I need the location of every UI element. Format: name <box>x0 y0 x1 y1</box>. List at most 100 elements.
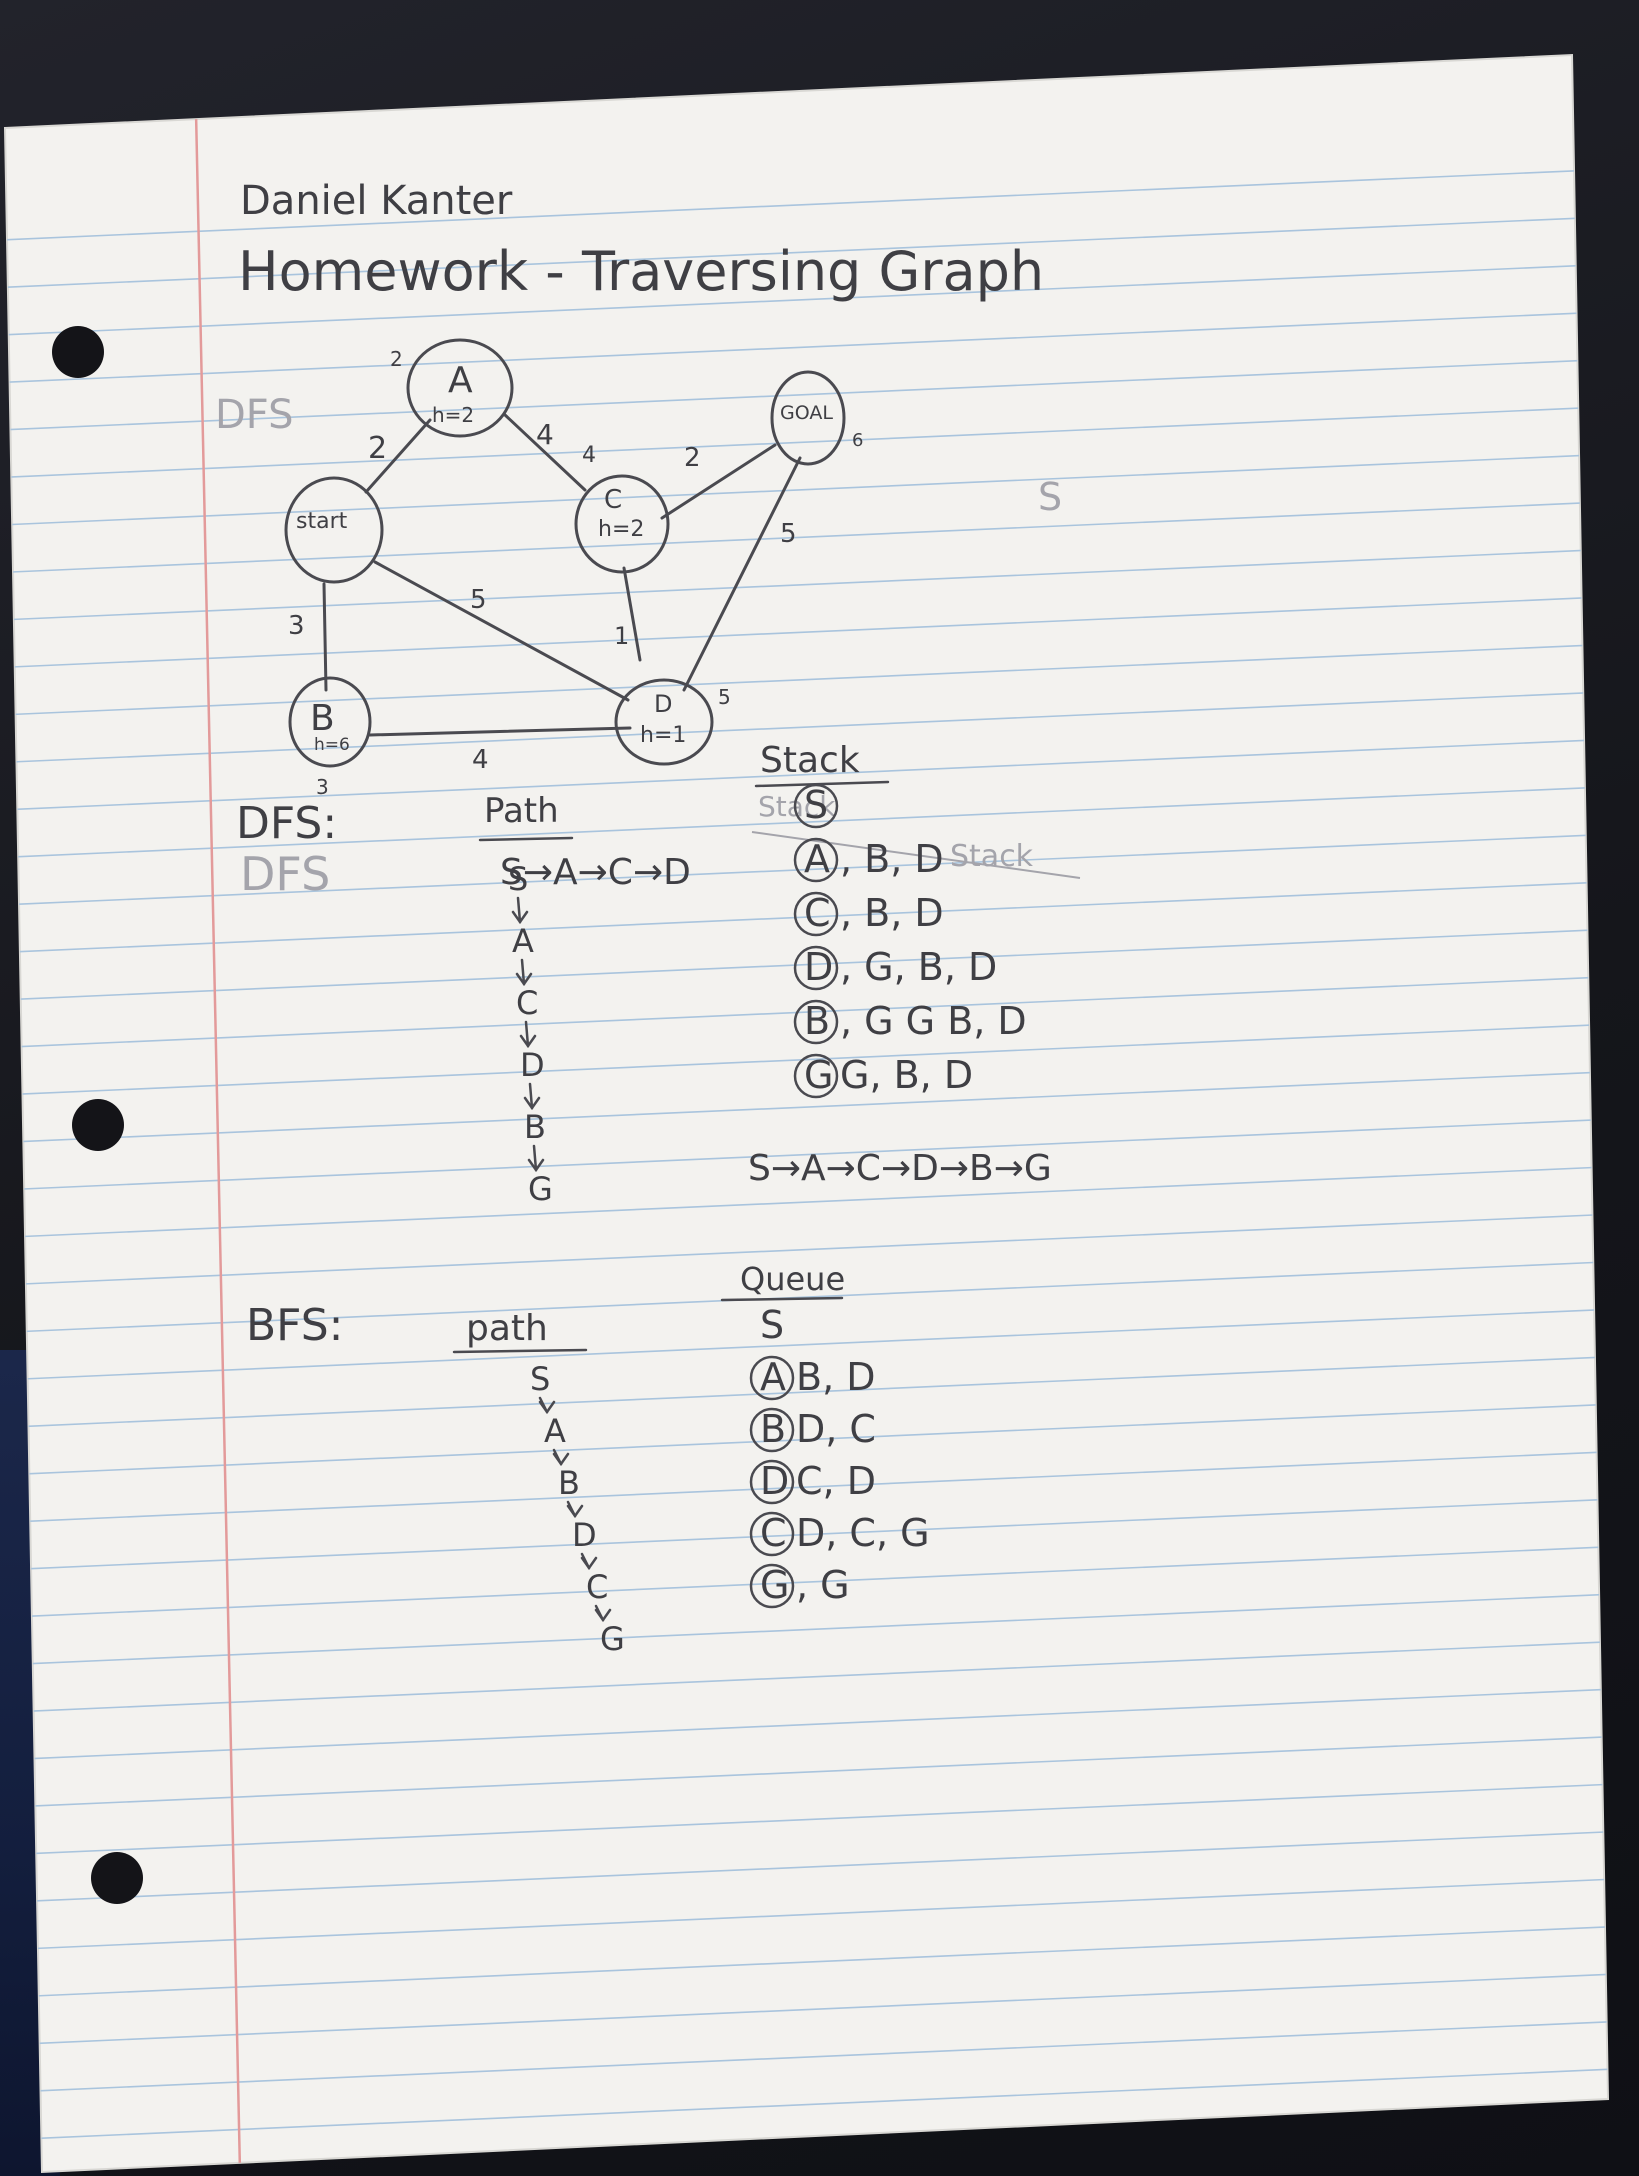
ruled-line <box>5 214 1608 289</box>
circled-node-ring <box>749 1355 795 1401</box>
svg-text:3: 3 <box>316 775 329 799</box>
circled-node: A <box>804 837 830 881</box>
list-row: C, B, D <box>793 891 944 937</box>
ruled-lines <box>5 167 1608 2172</box>
graph-node-start: start <box>284 476 384 584</box>
down-arrow <box>524 1020 530 1048</box>
circled-node: S <box>804 783 828 827</box>
circled-node-ring <box>749 1563 795 1609</box>
bfs-path-header: path <box>466 1308 548 1349</box>
ruled-line <box>5 642 1608 716</box>
svg-text:5: 5 <box>718 685 731 709</box>
ruled-line <box>5 1972 1608 2046</box>
ruled-line <box>5 1497 1608 1571</box>
ruled-line <box>5 1877 1608 1951</box>
graph-node-c: C h=2 <box>574 474 670 574</box>
homework-title: Homework - Traversing Graph <box>238 240 1044 303</box>
circled-node-ring <box>793 999 839 1045</box>
svg-text:h=2: h=2 <box>432 403 474 427</box>
circled-node: C <box>760 1511 787 1555</box>
remaining-nodes: D, C, G <box>796 1511 930 1555</box>
path-node: C <box>516 984 538 1022</box>
path-node: D <box>520 1046 545 1084</box>
circled-node: D <box>804 945 833 989</box>
ruled-line <box>5 167 1608 241</box>
dfs-result: S→A→C→D→B→G <box>748 1148 1052 1189</box>
ruled-line <box>5 1164 1608 1239</box>
list-row: S <box>760 1303 784 1347</box>
remaining-nodes: C, D <box>796 1459 876 1503</box>
ruled-line <box>5 689 1608 764</box>
ruled-line <box>5 1259 1608 1334</box>
circled-node: G <box>760 1563 789 1607</box>
arrow-head <box>519 1034 537 1049</box>
circled-node: G <box>804 1053 833 1097</box>
ruled-line <box>5 1829 1608 1904</box>
path-node: S <box>508 860 528 898</box>
remaining-nodes: , G, B, D <box>840 945 997 989</box>
ruled-line <box>5 1212 1608 1286</box>
binder-hole-top <box>52 326 104 378</box>
path-node: A <box>512 922 534 960</box>
path-node: S <box>530 1360 550 1398</box>
ruled-line <box>5 1354 1608 1429</box>
arrow-head <box>511 910 529 925</box>
ruled-line <box>5 1307 1608 1381</box>
svg-text:GOAL: GOAL <box>780 402 833 424</box>
ruled-line <box>5 1544 1608 1619</box>
arrow-head <box>515 972 533 987</box>
circled-node: C <box>804 891 831 935</box>
binder-hole-middle <box>72 1099 124 1151</box>
ruled-line <box>5 2067 1608 2141</box>
list-row: G, G <box>749 1563 850 1609</box>
svg-text:2: 2 <box>684 443 701 473</box>
svg-text:h=1: h=1 <box>640 723 686 748</box>
dfs-stack-header: Stack <box>760 740 860 781</box>
remaining-nodes: , G G B, D <box>840 999 1027 1043</box>
ruled-line <box>5 499 1608 574</box>
ruled-line <box>5 737 1608 811</box>
ruled-line <box>5 404 1608 479</box>
remaining-nodes: , G <box>796 1563 850 1607</box>
list-row: B, G G B, D <box>793 999 1027 1045</box>
ruled-line <box>5 879 1608 954</box>
graph-node-goal: GOAL <box>770 370 846 466</box>
svg-text:h=2: h=2 <box>598 517 644 542</box>
remaining-nodes: , B, D <box>840 891 944 935</box>
svg-text:2: 2 <box>368 431 387 466</box>
svg-text:5: 5 <box>470 585 487 615</box>
ruled-line <box>5 1022 1608 1096</box>
circled-node: D <box>760 1459 789 1503</box>
svg-text:3: 3 <box>288 611 305 641</box>
arrow-head <box>580 1556 598 1571</box>
edge-weights: 2 4 4 2 5 5 1 3 4 5 2 6 3 <box>288 347 863 799</box>
ruled-line <box>5 594 1608 669</box>
dfs-path-top-row: S→A→C→D <box>500 852 691 893</box>
circled-node-ring <box>793 945 839 991</box>
remaining-nodes: D, C <box>796 1407 876 1451</box>
ruled-line <box>5 1449 1608 1524</box>
circled-node-ring <box>749 1407 795 1453</box>
ruled-line <box>5 2162 1608 2172</box>
ruled-line <box>5 1639 1608 1714</box>
circled-node-ring <box>749 1459 795 1505</box>
ruled-line <box>5 547 1608 621</box>
ruled-line <box>5 452 1608 526</box>
svg-text:A: A <box>448 360 473 401</box>
bfs-label: BFS: <box>246 1300 343 1351</box>
paper-sheet <box>3 53 1610 2174</box>
ruled-line <box>5 784 1608 859</box>
path-node: A <box>544 1412 566 1450</box>
ruled-line <box>5 262 1608 336</box>
svg-text:4: 4 <box>472 745 489 775</box>
ruled-line <box>5 2019 1608 2094</box>
graph-node-a: A h=2 <box>406 338 514 438</box>
ruled-line <box>5 1782 1608 1856</box>
faint-s-right: S <box>1038 475 1062 519</box>
circled-node: B <box>760 1407 786 1451</box>
